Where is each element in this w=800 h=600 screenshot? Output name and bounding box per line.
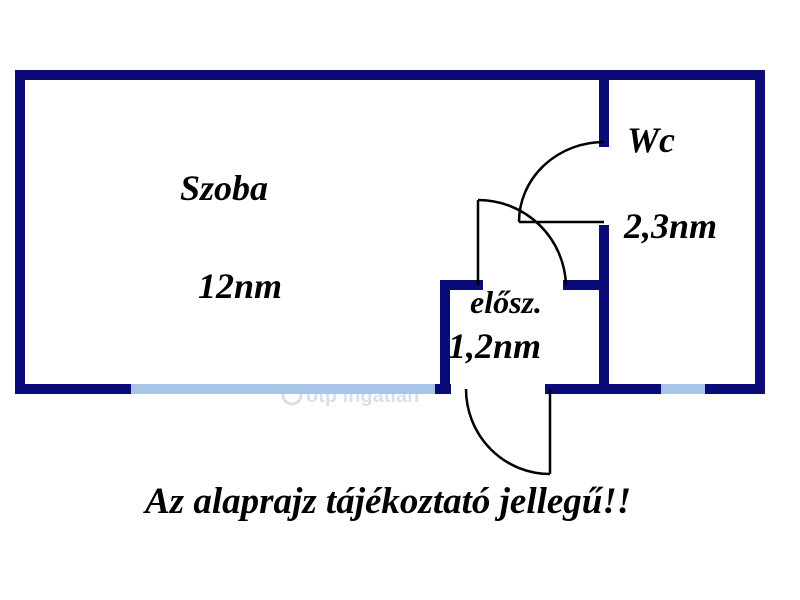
room-name-eloszoba: elősz. [470, 284, 542, 320]
door-wc-swing [517, 140, 605, 223]
door-entrance-swing [464, 388, 551, 476]
room-name-wc: Wc [627, 120, 675, 160]
room-name-szoba: Szoba [180, 168, 268, 208]
window-szoba [126, 384, 440, 394]
door-szoba-swing [477, 198, 568, 286]
walls [15, 70, 765, 394]
room-area-wc: 2,3nm [623, 206, 717, 246]
window-wc [656, 384, 710, 394]
room-area-szoba: 12nm [198, 266, 282, 306]
disclaimer-note: Az alaprajz tájékoztató jellegű!! [143, 481, 631, 522]
doors [464, 140, 605, 476]
room-area-eloszoba: 1,2nm [448, 326, 541, 366]
